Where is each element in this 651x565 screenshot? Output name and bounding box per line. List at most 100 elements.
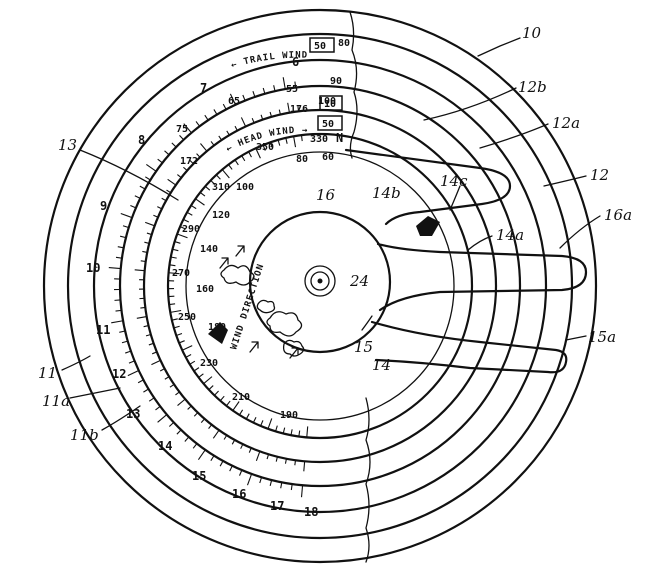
scale-tick [284, 458, 287, 464]
scale-tick [175, 391, 180, 396]
scale-tick [176, 429, 182, 435]
scale-tick [219, 395, 225, 402]
outer-scale-18: 18 [304, 505, 318, 519]
north-label: N [336, 131, 343, 145]
scale-tick [179, 134, 185, 141]
scale-tick [117, 246, 124, 249]
scale-tick [200, 418, 205, 423]
right-scale-90: 90 [330, 76, 342, 87]
pivot-center [317, 278, 323, 284]
scale-tick [148, 342, 154, 346]
scale-tick [155, 405, 161, 411]
scale-tick [157, 414, 168, 423]
scale-tick [143, 388, 149, 393]
scale-tick [183, 123, 192, 134]
scale-tick [148, 397, 155, 402]
scale-tick [125, 350, 132, 354]
leader-14a [467, 235, 493, 251]
middle-scale-55: 55 [286, 84, 298, 95]
scale-tick [298, 430, 301, 437]
scale-tick [151, 351, 158, 355]
scale-tick [238, 409, 244, 416]
scale-tick [242, 94, 246, 101]
scale-tick [221, 169, 230, 179]
outer-scale-ticks [108, 77, 304, 498]
outer-scale-12: 12 [112, 367, 126, 381]
scale-tick [275, 456, 278, 462]
scale-tick [252, 416, 257, 423]
inner-scale-350: 350 [256, 142, 274, 153]
pivot-outer [304, 265, 336, 297]
scale-tick [303, 461, 306, 472]
leader-12a [479, 123, 549, 149]
boxed-value-head: 50 [317, 115, 343, 131]
svg-text:10: 10 [324, 99, 336, 110]
scale-tick [168, 421, 175, 427]
scale-tick [139, 185, 146, 190]
scale-tick [210, 455, 215, 461]
scale-tick [189, 360, 196, 365]
scale-tick [167, 178, 177, 186]
scale-tick [269, 142, 273, 149]
scale-tick [212, 429, 220, 439]
scale-tick [252, 91, 256, 98]
scale-tick [185, 354, 192, 358]
scale-tick [183, 166, 188, 171]
scale-tick [240, 117, 247, 127]
wind-direction-label: WIND DIRECTION [229, 262, 266, 351]
outer-scale-6: 6 [292, 55, 299, 69]
scale-tick [170, 309, 182, 313]
scale-tick [145, 176, 151, 181]
scale-tick [262, 144, 266, 151]
scale-tick [300, 135, 303, 142]
scale-tick [300, 485, 304, 498]
right-scale-80: 80 [338, 38, 350, 49]
scale-tick [144, 241, 150, 244]
index-pointer-black [416, 216, 440, 236]
cloud-shapes [220, 264, 305, 357]
scale-tick [260, 420, 264, 427]
outer-scale-8: 8 [138, 133, 145, 147]
scale-tick [306, 426, 309, 438]
scale-tick [255, 148, 261, 159]
numeral-12a: 12a [552, 114, 580, 132]
numeral-24: 24 [349, 272, 369, 290]
numeral-10: 10 [522, 24, 542, 42]
middle-disk-edge [118, 84, 522, 488]
scale-tick [210, 141, 215, 146]
outer-scale-9: 9 [100, 199, 107, 213]
leader-12b [423, 87, 517, 121]
inner-scale-250: 250 [178, 312, 196, 323]
scale-tick [119, 330, 126, 333]
scale-tick [173, 325, 180, 329]
scale-tick [169, 303, 176, 306]
scale-tick [151, 359, 161, 366]
scale-tick [119, 235, 127, 239]
scale-tick [266, 454, 270, 460]
middle-scale-ticks [134, 102, 306, 472]
scale-tick [184, 436, 190, 442]
scale-tick [145, 221, 155, 227]
break-line-lower [365, 397, 371, 563]
numeral-11b: 11b [70, 426, 99, 444]
outer-scale-17: 17 [270, 499, 284, 513]
svg-text:50: 50 [322, 119, 334, 130]
pointer-arm [376, 242, 588, 312]
scale-tick [176, 333, 183, 337]
scale-tick [278, 109, 281, 115]
cursor-arm-lower [370, 320, 568, 374]
scale-tick [246, 473, 253, 486]
outer-scale-16: 16 [232, 487, 246, 501]
scale-tick [168, 272, 180, 275]
inner-number-80: 80 [296, 154, 308, 165]
scale-tick [214, 390, 219, 396]
outer-scale-10: 10 [86, 261, 100, 275]
scale-tick [290, 483, 293, 491]
leader-13 [79, 149, 179, 201]
scale-tick [245, 413, 250, 420]
scale-tick [159, 368, 165, 372]
scale-tick [198, 373, 204, 378]
scale-tick [225, 400, 231, 407]
scale-tick [170, 256, 177, 259]
outer-disk-edge [42, 8, 598, 564]
